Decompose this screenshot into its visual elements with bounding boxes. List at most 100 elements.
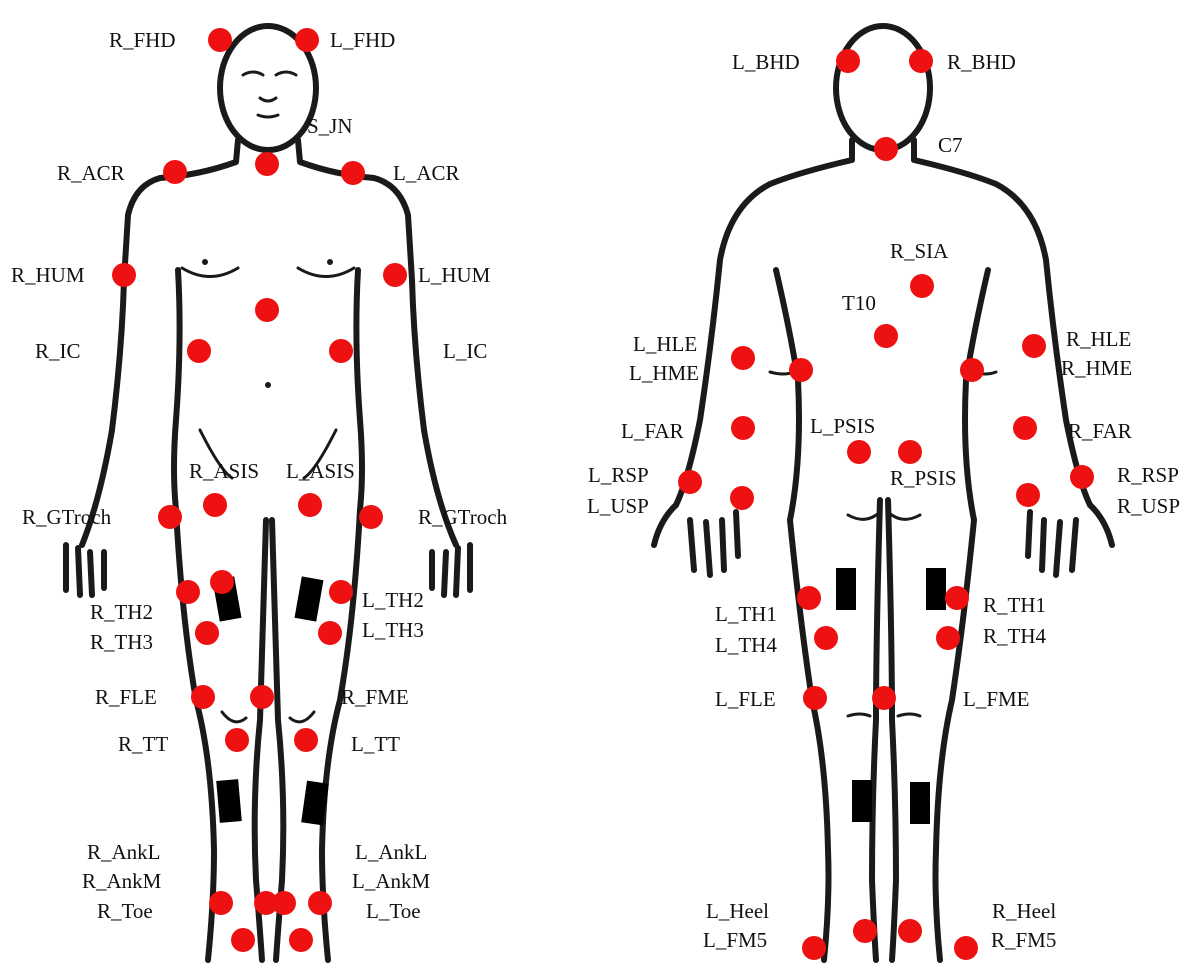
- label-l-hme: L_HME: [629, 361, 699, 385]
- back-body-view: L_BHD R_BHD C7 R_SIA T10 L_HLE L_HME R_H…: [587, 26, 1180, 960]
- marker-r-usp: [1016, 483, 1040, 507]
- marker-l-fm5: [802, 936, 826, 960]
- marker-c7: [874, 137, 898, 161]
- label-r-th4: R_TH4: [983, 624, 1047, 648]
- front-body-view: R_FHD L_FHD S_JN R_ACR L_ACR R_HUM L_HUM…: [11, 26, 508, 960]
- label-r-hme: R_HME: [1061, 356, 1132, 380]
- marker-r-fme: [250, 685, 274, 709]
- marker-r-fhd: [208, 28, 232, 52]
- label-c7: C7: [938, 133, 963, 157]
- label-l-th2: L_TH2: [362, 588, 424, 612]
- label-r-bhd: R_BHD: [947, 50, 1016, 74]
- label-l-fme: L_FME: [963, 687, 1030, 711]
- label-l-psis: L_PSIS: [810, 414, 875, 438]
- marker-r-acr: [163, 160, 187, 184]
- marker-l-th3: [318, 621, 342, 645]
- label-r-sia: R_SIA: [890, 239, 949, 263]
- label-l-th3: L_TH3: [362, 618, 424, 642]
- label-r-rsp: R_RSP: [1117, 463, 1179, 487]
- label-l-tt: L_TT: [351, 732, 400, 756]
- label-l-far: L_FAR: [621, 419, 684, 443]
- marker-r-toe: [231, 928, 255, 952]
- label-s-jn: S_JN: [307, 114, 353, 138]
- marker-l-toe: [289, 928, 313, 952]
- label-l-fhd: L_FHD: [330, 28, 395, 52]
- label-r-ankl: R_AnkL: [87, 840, 161, 864]
- marker-l-gtroch: [359, 505, 383, 529]
- label-r-heel: R_Heel: [992, 899, 1056, 923]
- label-r-th1: R_TH1: [983, 593, 1046, 617]
- emg-sensor: [910, 782, 930, 824]
- label-r-ic: R_IC: [35, 339, 81, 363]
- marker-r-asis: [203, 493, 227, 517]
- marker-l-fle: [803, 686, 827, 710]
- marker-l-hme: [789, 358, 813, 382]
- label-r-fle: R_FLE: [95, 685, 157, 709]
- marker-r-hle: [1022, 334, 1046, 358]
- marker-l-far: [731, 416, 755, 440]
- label-r-acr: R_ACR: [57, 161, 125, 185]
- label-l-ic: L_IC: [443, 339, 487, 363]
- marker-l-asis: [298, 493, 322, 517]
- label-r-fm5: R_FM5: [991, 928, 1056, 952]
- label-r-gtroch: R_GTroch: [22, 505, 112, 529]
- label-l-ankl: L_AnkL: [355, 840, 427, 864]
- label-r-usp: R_USP: [1117, 494, 1180, 518]
- marker-r-ankl: [209, 891, 233, 915]
- marker-l-fme: [872, 686, 896, 710]
- marker-r-gtroch: [158, 505, 182, 529]
- label-l-rsp: L_RSP: [588, 463, 649, 487]
- label-l-acr: L_ACR: [393, 161, 460, 185]
- label-r-far: R_FAR: [1068, 419, 1132, 443]
- label-r-tt: R_TT: [118, 732, 168, 756]
- label-r-fme: R_FME: [341, 685, 409, 709]
- marker-r-tt: [225, 728, 249, 752]
- marker-l-th2: [329, 580, 353, 604]
- marker-r-psis: [898, 440, 922, 464]
- emg-sensor: [295, 576, 324, 621]
- marker-r-th2: [176, 580, 200, 604]
- marker-r-sia: [910, 274, 934, 298]
- marker-l-fhd: [295, 28, 319, 52]
- emg-sensor: [216, 779, 242, 823]
- label-r-ankm: R_AnkM: [82, 869, 162, 893]
- marker-r-th4: [936, 626, 960, 650]
- marker-l-hum: [383, 263, 407, 287]
- marker-r-hum: [112, 263, 136, 287]
- label-t10: T10: [842, 291, 876, 315]
- marker-r-hme: [960, 358, 984, 382]
- emg-sensor: [836, 568, 856, 610]
- label-l-hum: L_HUM: [418, 263, 491, 287]
- label-l-fle: L_FLE: [715, 687, 776, 711]
- label-r-hum: R_HUM: [11, 263, 85, 287]
- marker-s-jn: [255, 152, 279, 176]
- marker-l-heel: [853, 919, 877, 943]
- label-l-gtroch: R_GTroch: [418, 505, 508, 529]
- marker-r-th1: [945, 586, 969, 610]
- marker-l-tt: [294, 728, 318, 752]
- label-l-heel: L_Heel: [706, 899, 769, 923]
- marker-r-far: [1013, 416, 1037, 440]
- label-l-th4: L_TH4: [715, 633, 777, 657]
- marker-l-psis: [847, 440, 871, 464]
- marker-l-hle: [731, 346, 755, 370]
- marker-l-acr: [341, 161, 365, 185]
- emg-sensor: [926, 568, 946, 610]
- marker-r-ic: [187, 339, 211, 363]
- marker-l-th4: [814, 626, 838, 650]
- marker-r-th3: [195, 621, 219, 645]
- marker-l-ic: [329, 339, 353, 363]
- label-l-usp: L_USP: [587, 494, 649, 518]
- marker-l-ankl: [308, 891, 332, 915]
- label-l-hle: L_HLE: [633, 332, 697, 356]
- label-r-th2: R_TH2: [90, 600, 153, 624]
- marker-r-heel: [898, 919, 922, 943]
- label-l-toe: L_Toe: [366, 899, 421, 923]
- label-r-th3: R_TH3: [90, 630, 153, 654]
- back-body-outline: [654, 26, 1112, 960]
- label-r-toe: R_Toe: [97, 899, 153, 923]
- label-l-th1: L_TH1: [715, 602, 777, 626]
- marker-l-usp: [730, 486, 754, 510]
- marker-l-rsp: [678, 470, 702, 494]
